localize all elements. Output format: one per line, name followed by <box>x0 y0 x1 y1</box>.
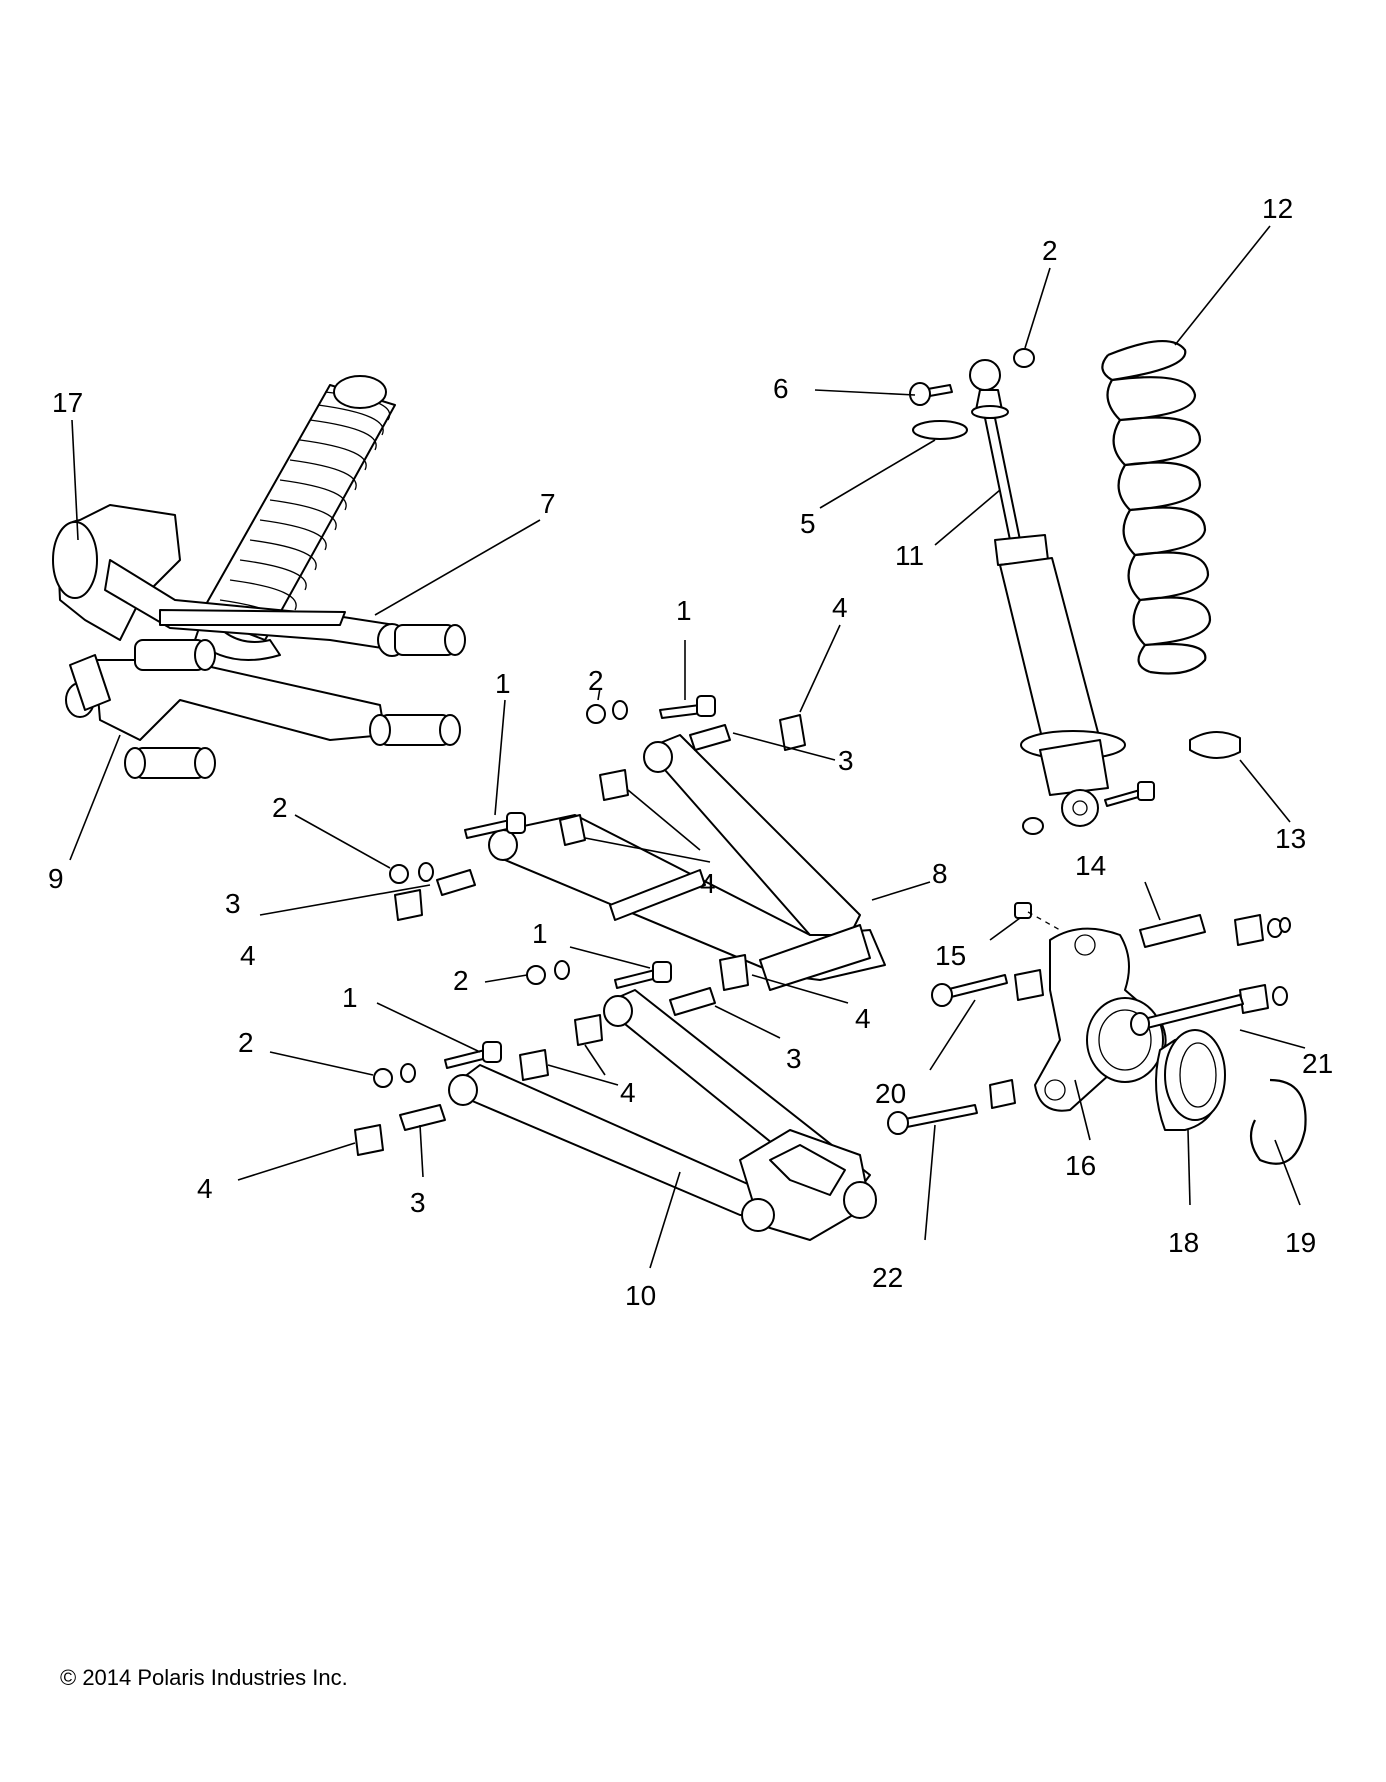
callout-17: 17 <box>52 387 83 418</box>
callout-13: 13 <box>1275 823 1306 854</box>
callout-18: 18 <box>1168 1227 1199 1258</box>
callout-4: 4 <box>240 940 256 971</box>
callout-21: 21 <box>1302 1048 1333 1079</box>
callout-3: 3 <box>410 1187 426 1218</box>
callout-11: 11 <box>895 540 924 571</box>
copyright-notice: © 2014 Polaris Industries Inc. <box>60 1665 348 1690</box>
callout-7: 7 <box>540 488 556 519</box>
callout-1: 1 <box>532 918 548 949</box>
callout-10: 10 <box>625 1280 656 1311</box>
callout-3: 3 <box>838 745 854 776</box>
callout-12: 12 <box>1262 193 1293 224</box>
callout-labels: 17 7 9 6 2 5 11 12 13 1 4 2 3 1 2 3 4 4 … <box>48 193 1333 1311</box>
callout-8: 8 <box>932 858 948 889</box>
callout-2: 2 <box>272 792 288 823</box>
callout-19: 19 <box>1285 1227 1316 1258</box>
callout-4: 4 <box>197 1173 213 1204</box>
callout-2: 2 <box>588 665 604 696</box>
lower-a-arm-illustration <box>448 989 877 1241</box>
callout-4: 4 <box>620 1077 636 1108</box>
spring-retainer-illustration <box>1189 731 1241 759</box>
callout-15: 15 <box>935 940 966 971</box>
callout-3: 3 <box>786 1043 802 1074</box>
callout-4: 4 <box>700 868 716 899</box>
callout-20: 20 <box>875 1078 906 1109</box>
callout-9: 9 <box>48 863 64 894</box>
callout-4: 4 <box>855 1003 871 1034</box>
callout-2: 2 <box>453 965 469 996</box>
bearing-illustration <box>1155 1029 1226 1131</box>
retaining-ring-illustration <box>1249 1078 1307 1165</box>
shock-top-hardware <box>909 348 1035 440</box>
callout-16: 16 <box>1065 1150 1096 1181</box>
callout-14: 14 <box>1075 850 1106 881</box>
shock-absorber-illustration <box>969 359 1155 835</box>
fastener-hardware <box>354 695 1291 1156</box>
callout-22: 22 <box>872 1262 903 1293</box>
leader-lines <box>69 225 1306 1269</box>
assembled-suspension-illustration <box>52 375 466 779</box>
callout-2: 2 <box>1042 235 1058 266</box>
coil-spring-illustration <box>1101 340 1212 675</box>
callout-1: 1 <box>676 595 692 626</box>
callout-1: 1 <box>342 982 358 1013</box>
callout-2: 2 <box>238 1027 254 1058</box>
callout-3: 3 <box>225 888 241 919</box>
callout-1: 1 <box>495 668 511 699</box>
callout-5: 5 <box>800 508 816 539</box>
upper-a-arm-illustration <box>488 734 886 991</box>
callout-4: 4 <box>832 592 848 623</box>
callout-6: 6 <box>773 373 789 404</box>
